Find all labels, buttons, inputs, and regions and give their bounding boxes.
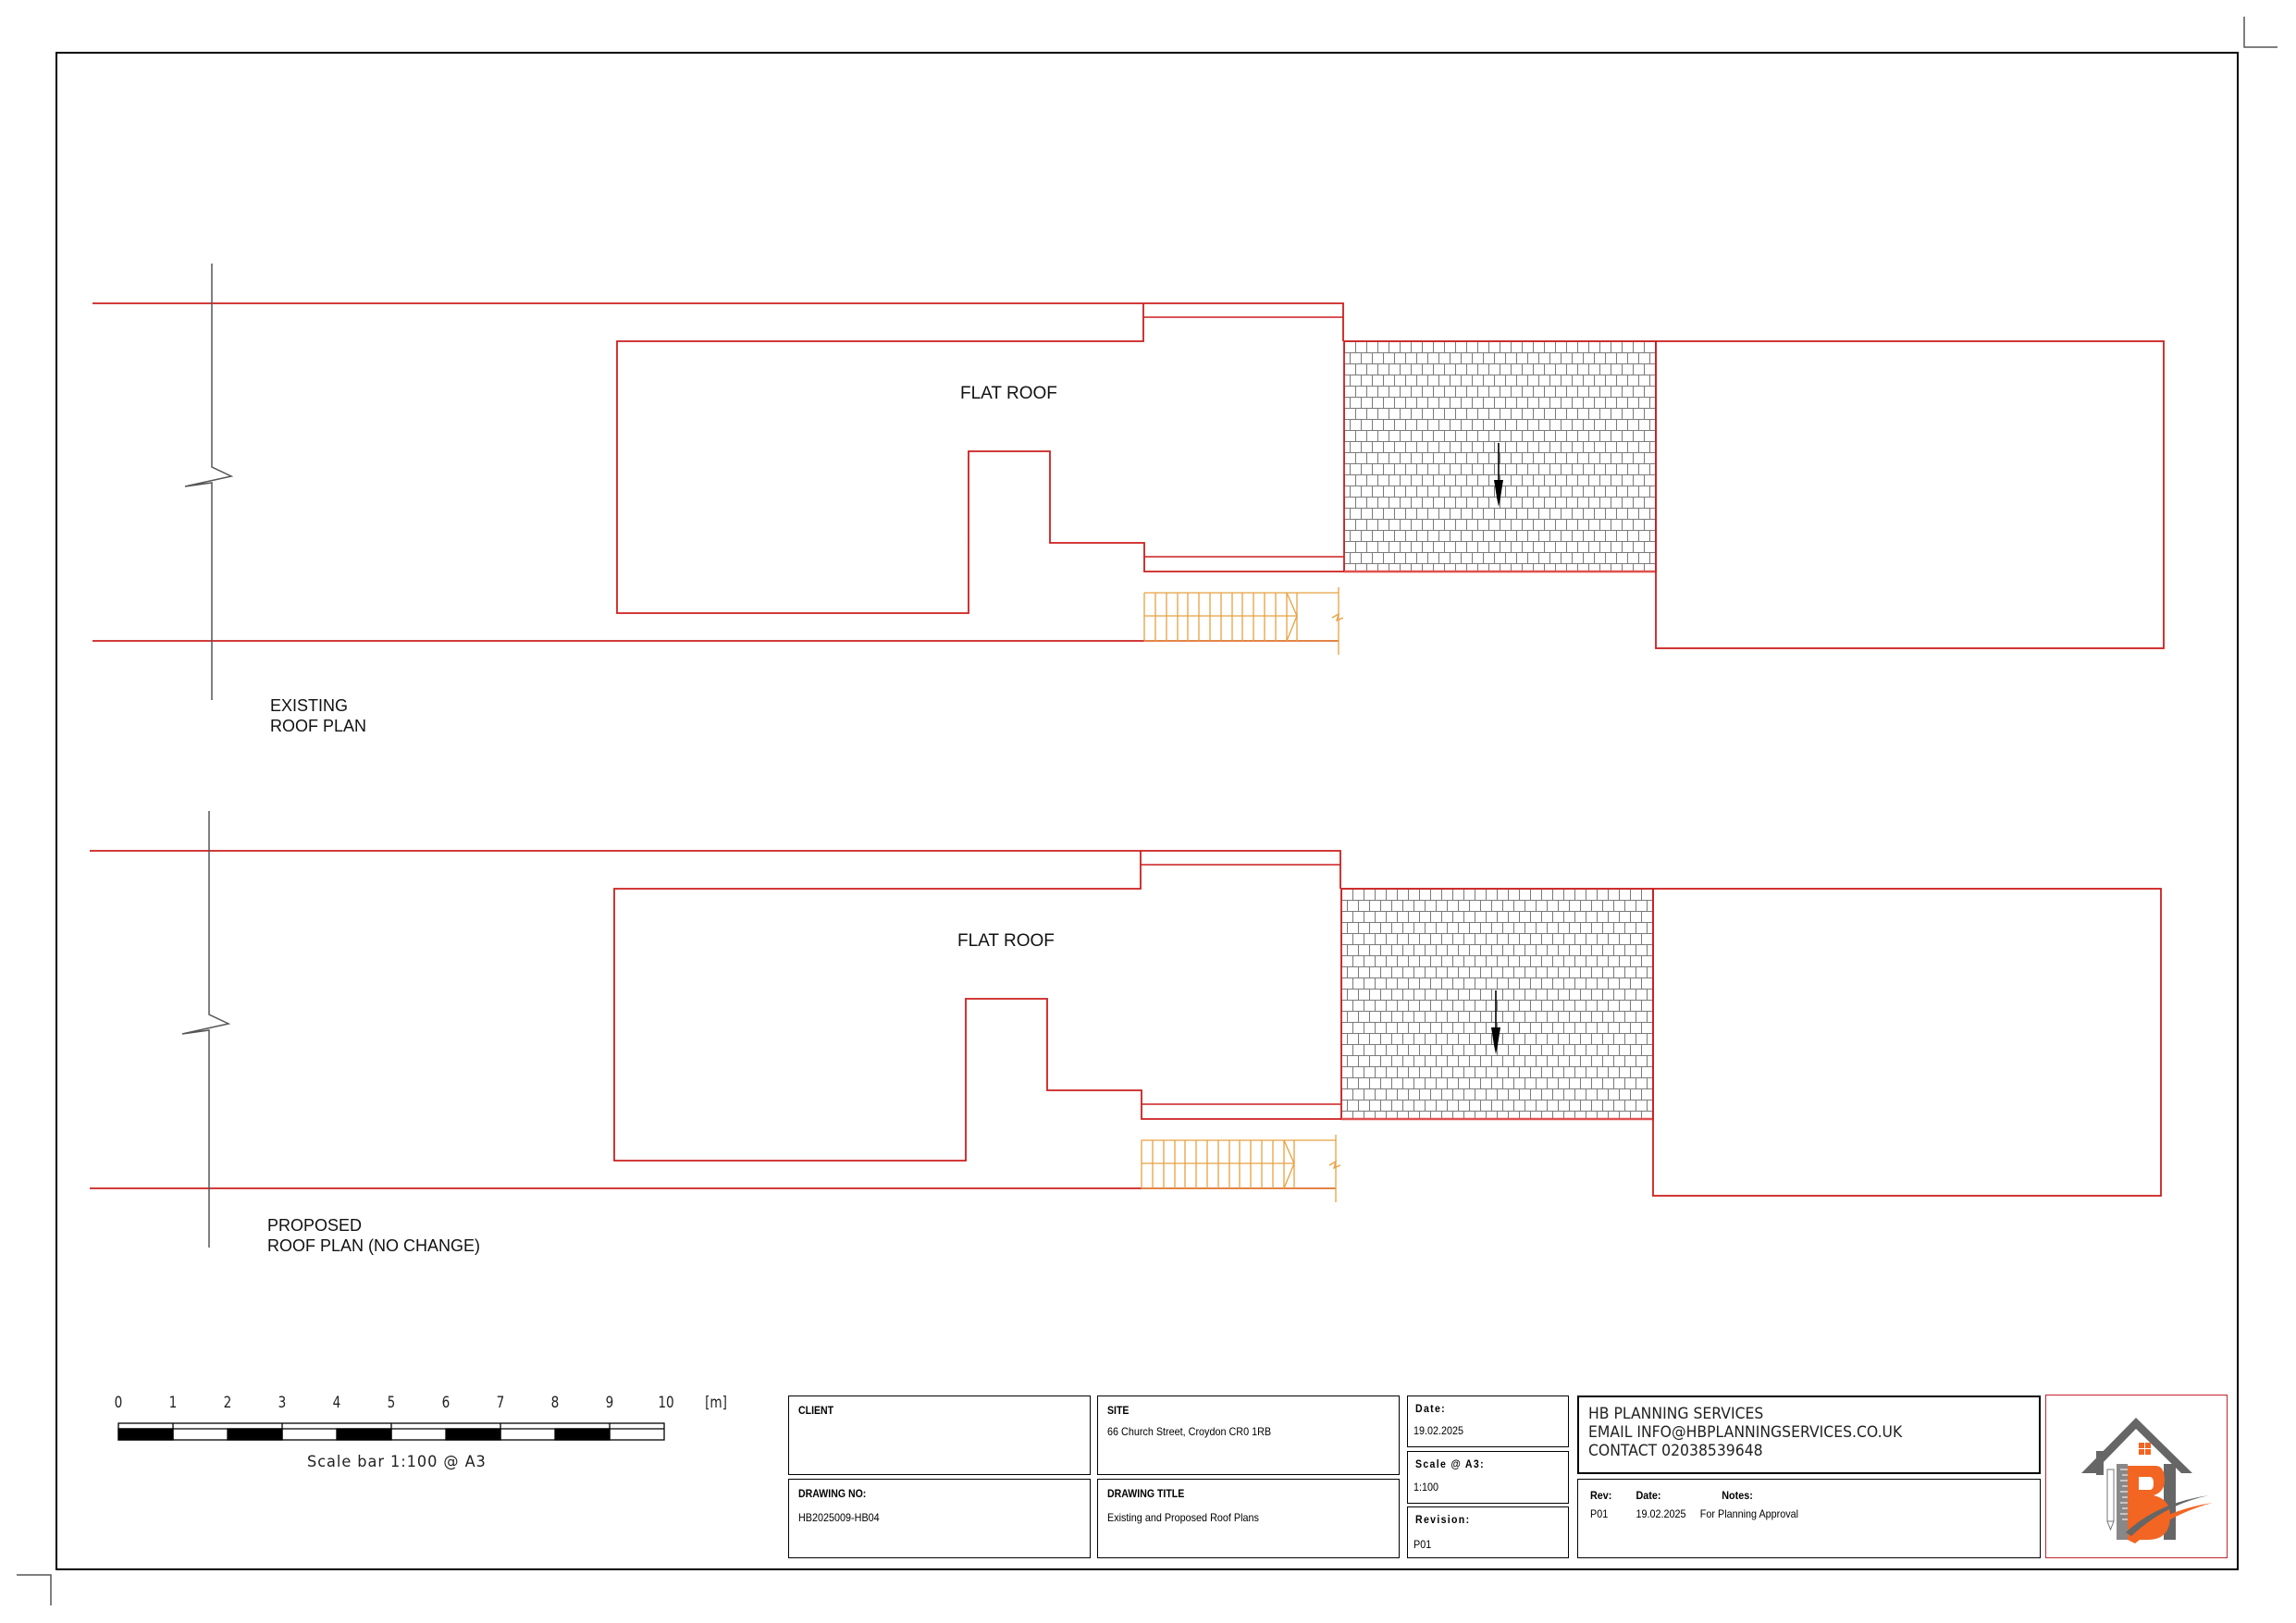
scale-value: 1:100 <box>1413 1481 1439 1494</box>
scale-tick-7: 7 <box>496 1394 505 1412</box>
scale-caption: Scale bar 1:100 @ A3 <box>307 1453 487 1471</box>
revision-value: P01 <box>1413 1538 1432 1551</box>
scale-box: Scale @ A3: 1:100 <box>1407 1451 1569 1504</box>
existing-plan-title-line1: EXISTING <box>270 696 349 715</box>
drawing-title-heading: DRAWING TITLE <box>1107 1487 1185 1500</box>
proposed-roof-plan-drawing <box>88 809 2163 1249</box>
company-details: HB PLANNING SERVICES EMAIL INFO@HBPLANNI… <box>1588 1405 1902 1460</box>
scale-tick-8: 8 <box>550 1394 560 1412</box>
drawing-title-box: DRAWING TITLE Existing and Proposed Roof… <box>1097 1479 1400 1558</box>
client-box: CLIENT <box>788 1396 1091 1475</box>
company-contact: CONTACT 02038539648 <box>1588 1442 1763 1460</box>
site-heading: SITE <box>1107 1404 1129 1417</box>
scale-tick-2: 2 <box>223 1394 232 1412</box>
date-box: Date: 19.02.2025 <box>1407 1396 1569 1447</box>
scale-tick-10: 10 <box>658 1394 674 1412</box>
existing-plan-title-line2: ROOF PLAN <box>270 717 367 735</box>
drawing-no-heading: DRAWING NO: <box>798 1487 867 1500</box>
client-heading: CLIENT <box>798 1404 834 1417</box>
rev-date-cell: 19.02.2025 <box>1636 1507 1686 1520</box>
scale-tick-5: 5 <box>387 1394 396 1412</box>
scale-tick-6: 6 <box>441 1394 451 1412</box>
scale-unit: [m] <box>705 1394 727 1412</box>
rev-header: Rev: <box>1590 1489 1612 1502</box>
proposed-plan-title-line2: ROOF PLAN (NO CHANGE) <box>267 1236 481 1255</box>
revisions-table: Rev: Date: Notes: P01 19.02.2025 For Pla… <box>1577 1479 2041 1558</box>
site-box: SITE 66 Church Street, Croydon CR0 1RB <box>1097 1396 1400 1475</box>
date-heading: Date: <box>1415 1402 1447 1415</box>
company-box: HB PLANNING SERVICES EMAIL INFO@HBPLANNI… <box>1577 1396 2041 1474</box>
date-header: Date: <box>1636 1489 1661 1502</box>
scale-tick-0: 0 <box>114 1394 123 1412</box>
rev-notes-cell: For Planning Approval <box>1699 1507 1799 1520</box>
drawing-title-value: Existing and Proposed Roof Plans <box>1107 1511 1259 1524</box>
rev-cell: P01 <box>1590 1507 1609 1520</box>
existing-flat-roof-label: FLAT ROOF <box>960 384 1057 403</box>
company-name: HB PLANNING SERVICES <box>1588 1405 1764 1423</box>
scale-tick-9: 9 <box>605 1394 614 1412</box>
date-value: 19.02.2025 <box>1413 1424 1464 1437</box>
hb-house-logo-icon <box>2081 1418 2213 1543</box>
scale-bar-graphic <box>117 1422 665 1441</box>
proposed-flat-roof-label: FLAT ROOF <box>957 931 1055 951</box>
revision-box: Revision: P01 <box>1407 1506 1569 1558</box>
logo-box <box>2045 1395 2228 1558</box>
scale-tick-4: 4 <box>332 1394 341 1412</box>
notes-header: Notes: <box>1722 1489 1753 1502</box>
scale-heading: Scale @ A3: <box>1415 1457 1485 1470</box>
drawing-no-value: HB2025009-HB04 <box>798 1511 880 1524</box>
scale-tick-3: 3 <box>278 1394 287 1412</box>
existing-roof-plan-drawing <box>91 262 2166 702</box>
revision-heading: Revision: <box>1415 1513 1471 1526</box>
proposed-plan-title-line1: PROPOSED <box>267 1216 363 1235</box>
scale-tick-1: 1 <box>168 1394 178 1412</box>
drawing-no-box: DRAWING NO: HB2025009-HB04 <box>788 1479 1091 1558</box>
company-email: EMAIL INFO@HBPLANNINGSERVICES.CO.UK <box>1588 1423 1903 1442</box>
site-value: 66 Church Street, Croydon CR0 1RB <box>1107 1425 1272 1438</box>
